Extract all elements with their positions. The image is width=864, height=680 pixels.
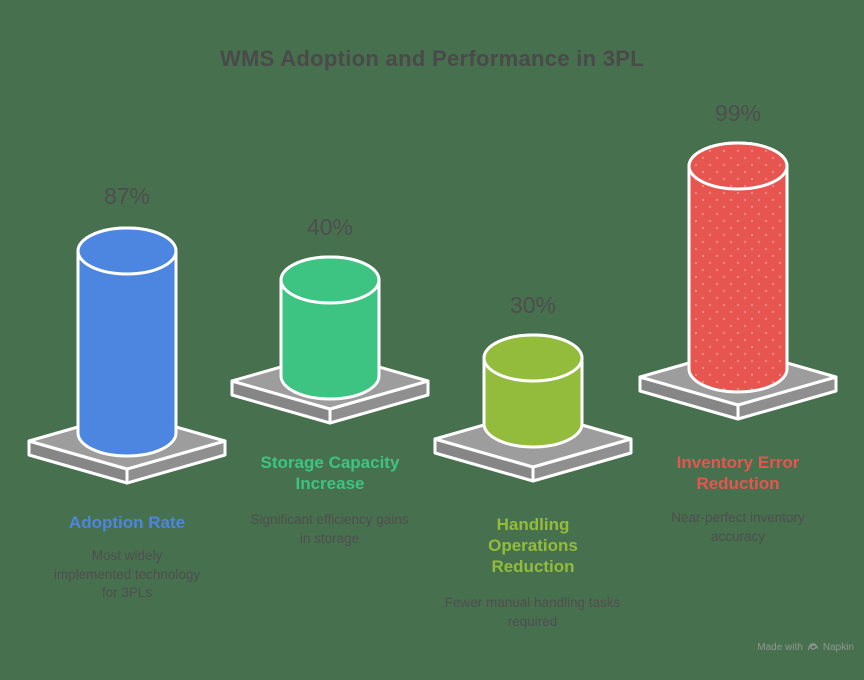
- made-with-napkin-credit: Made with Napkin: [757, 641, 854, 653]
- category-description-handling-operations: Fewer manual handling tasks required: [444, 595, 621, 629]
- cylinder-top-texture: [689, 143, 787, 189]
- category-title-storage-capacity: Storage Capacity Increase: [260, 453, 400, 493]
- cylinder-texture: [689, 143, 787, 392]
- made-with-label: Made with: [757, 641, 803, 653]
- bar-group-2: [433, 333, 633, 483]
- chart-title: WMS Adoption and Performance in 3PL: [219, 46, 645, 71]
- cylinder-top: [279, 255, 381, 305]
- category-title-inventory-error: Inventory Error Reduction: [676, 453, 800, 493]
- value-label-adoption-rate: 87%: [103, 183, 151, 209]
- category-description-adoption-rate: Most widely implemented technology for 3…: [53, 548, 201, 600]
- bar-group-1: [230, 255, 430, 425]
- category-title-handling-operations: Handling Operations Reduction: [488, 515, 578, 576]
- category-description-inventory-error: Near-perfect inventory accuracy: [671, 510, 805, 544]
- napkin-scribble-icon: [807, 641, 819, 653]
- category-description-storage-capacity: Significant efficiency gains in storage: [250, 512, 409, 546]
- value-label-inventory-error: 99%: [714, 100, 762, 126]
- cylinder-top: [482, 333, 584, 383]
- value-label-storage-capacity: 40%: [306, 214, 354, 240]
- value-label-handling-operations: 30%: [509, 292, 557, 318]
- napkin-brand-label: Napkin: [822, 641, 854, 653]
- cylinder-top: [76, 226, 178, 276]
- bar-group-3: [638, 141, 838, 421]
- category-title-adoption-rate: Adoption Rate: [68, 513, 186, 532]
- bar-group-0: [27, 226, 227, 485]
